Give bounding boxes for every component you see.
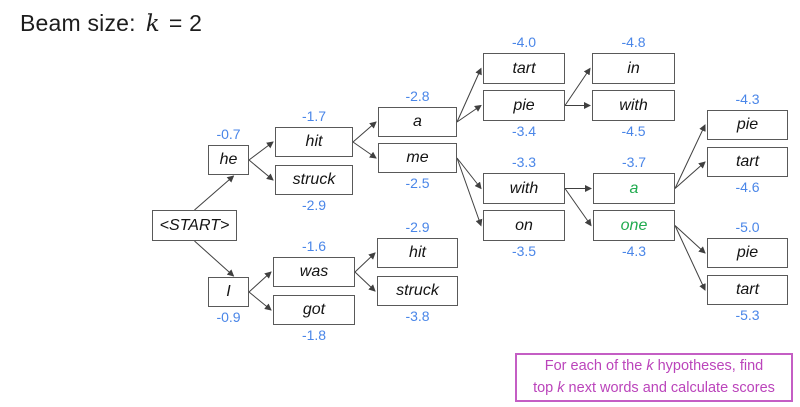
score-pie1: -3.4	[511, 123, 537, 139]
note-line-2: top k next words and calculate scores	[533, 378, 775, 399]
tree-node-hit1: hit	[275, 127, 353, 157]
tree-node-was: was	[273, 257, 355, 287]
edge-he-to-struck1	[248, 159, 274, 181]
edge-start-to-he	[194, 175, 235, 211]
score-me: -2.5	[405, 175, 430, 191]
edge-pie1-to-in	[564, 67, 591, 106]
tree-node-struck1: struck	[275, 165, 353, 195]
score-a1: -2.8	[405, 88, 430, 104]
note-text: hypotheses, find	[653, 358, 764, 375]
score-a2: -3.7	[621, 154, 647, 170]
tree-node-with1: with	[483, 173, 565, 204]
edge-me-to-with1	[456, 157, 482, 190]
tree-node-on: on	[483, 210, 565, 241]
note-k-variable: k	[557, 379, 565, 396]
score-got: -1.8	[301, 327, 327, 343]
score-he: -0.7	[216, 126, 241, 142]
tree-node-start: <START>	[152, 210, 237, 241]
edge-a1-to-tart1	[456, 67, 482, 123]
edge-start-to-i	[194, 240, 235, 277]
edge-one-to-pie3	[674, 225, 706, 254]
tree-node-a1: a	[378, 107, 457, 137]
score-hit2: -2.9	[405, 219, 430, 235]
score-pie2: -4.3	[735, 91, 760, 107]
edge-i-to-was	[248, 271, 272, 293]
tree-node-i: I	[208, 277, 249, 307]
edge-a2-to-pie2	[674, 124, 706, 189]
note-line-1: For each of the k hypotheses, find	[545, 356, 763, 377]
score-struck1: -2.9	[301, 197, 327, 213]
edge-hit1-to-me	[352, 141, 377, 159]
tree-node-a2: a	[593, 173, 675, 204]
title-text: Beam size:	[20, 10, 136, 36]
edge-was-to-hit2	[354, 252, 376, 273]
note-k-variable: k	[646, 358, 654, 375]
tree-node-tart1: tart	[483, 53, 565, 84]
edge-hit1-to-a1	[352, 121, 377, 143]
score-was: -1.6	[301, 238, 327, 254]
edge-me-to-on	[456, 157, 483, 227]
score-pie3: -5.0	[735, 219, 760, 235]
tree-node-pie2: pie	[707, 110, 788, 140]
tree-node-me: me	[378, 143, 457, 173]
score-with2: -4.5	[621, 123, 646, 139]
note-text: top	[533, 379, 558, 396]
page-title: Beam size: k = 2	[20, 10, 202, 37]
score-tart1: -4.0	[511, 34, 537, 50]
score-i: -0.9	[216, 309, 241, 325]
tree-node-pie1: pie	[483, 90, 565, 121]
score-tart2: -4.6	[735, 179, 760, 195]
note-text: next words and calculate scores	[564, 379, 775, 396]
edge-a1-to-pie1	[456, 104, 482, 123]
edge-i-to-got	[248, 291, 272, 311]
tree-node-hit2: hit	[377, 238, 458, 268]
edge-was-to-struck2	[354, 271, 376, 292]
tree-node-one: one	[593, 210, 675, 241]
edge-a2-to-tart2	[674, 161, 706, 189]
edge-lines	[194, 67, 706, 311]
tree-node-tart2: tart	[707, 147, 788, 177]
edge-one-to-tart3	[674, 225, 706, 291]
title-equals-value: = 2	[168, 10, 203, 36]
score-tart3: -5.3	[735, 307, 760, 323]
score-in: -4.8	[621, 34, 646, 50]
edge-with1-to-one	[564, 188, 592, 227]
tree-node-in: in	[592, 53, 675, 84]
score-with1: -3.3	[511, 154, 537, 170]
hypotheses-note: For each of the k hypotheses, find top k…	[515, 353, 793, 402]
edge-he-to-hit1	[248, 141, 274, 161]
score-struck2: -3.8	[405, 308, 430, 324]
note-text: For each of the	[544, 358, 647, 375]
tree-node-tart3: tart	[707, 275, 788, 305]
score-one: -4.3	[621, 243, 647, 259]
title-k-variable: k	[145, 11, 160, 37]
tree-node-with2: with	[592, 90, 675, 121]
score-on: -3.5	[511, 243, 537, 259]
tree-node-struck2: struck	[377, 276, 458, 306]
tree-node-he: he	[208, 145, 249, 175]
tree-node-got: got	[273, 295, 355, 325]
score-hit1: -1.7	[301, 108, 327, 124]
tree-node-pie3: pie	[707, 238, 788, 268]
